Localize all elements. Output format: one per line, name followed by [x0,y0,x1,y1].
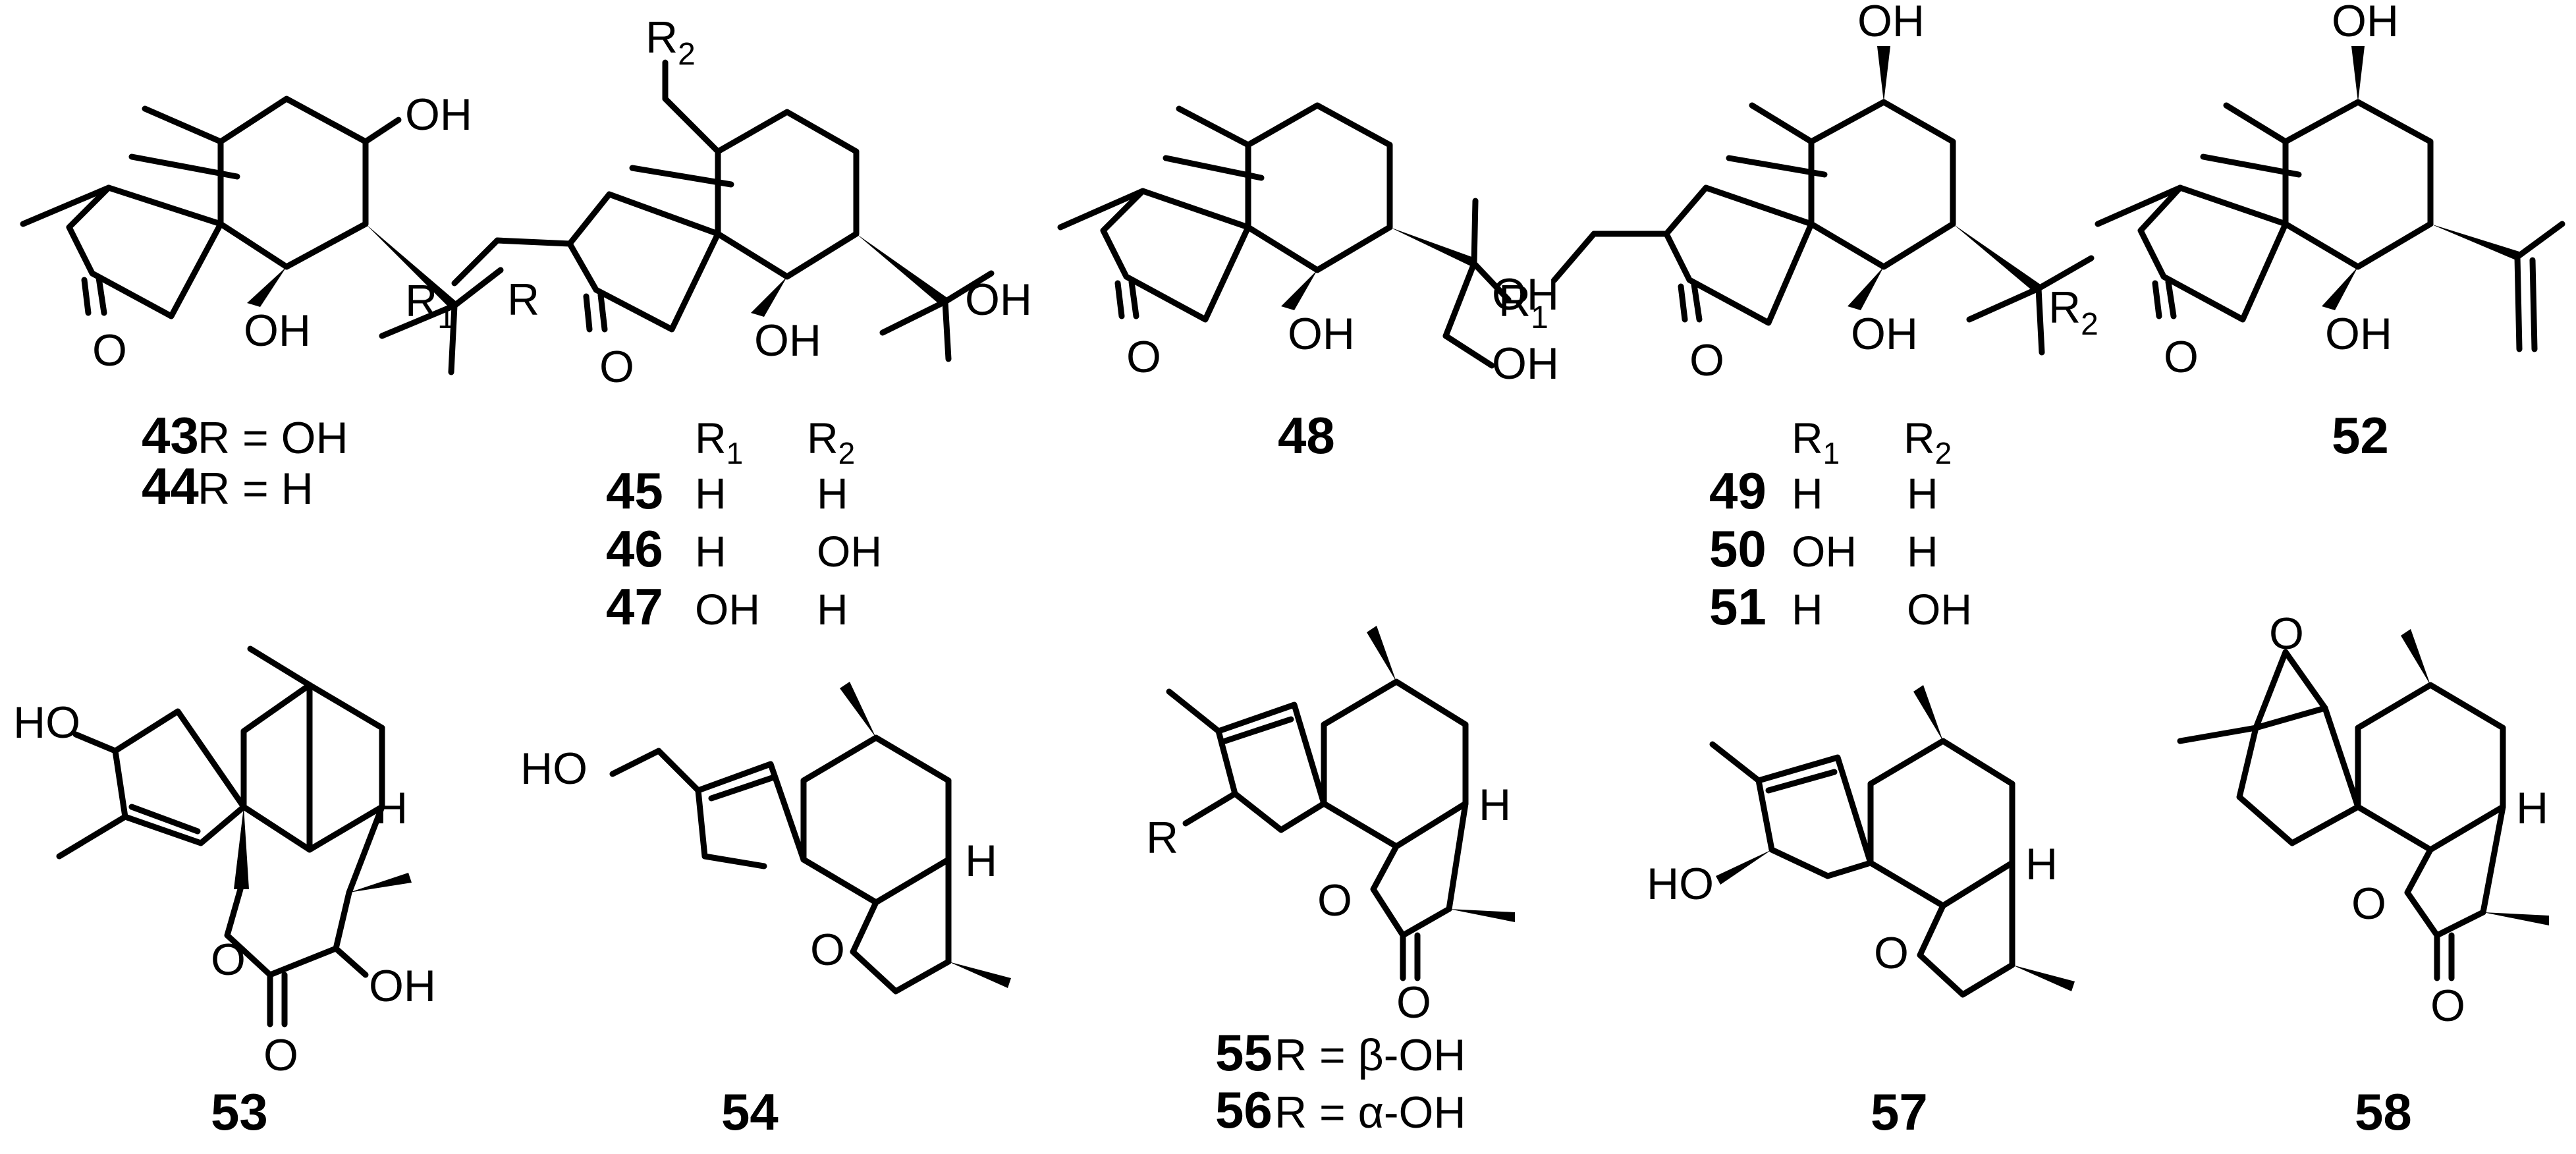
atom-oh-49: OH [1857,0,1925,46]
compound-number-50: 50 [1709,520,1767,578]
atom-oh-48: OH [1288,309,1355,359]
structure-58: O H O O 58 [2177,609,2549,1141]
structure-49-51: OH R1 O OH R2 R1 R2 49 H H 50 OH H 51 H … [1498,0,2098,636]
r1-49: H [1792,469,1823,518]
r2-51: OH [1907,585,1972,634]
atom-o-54: O [810,925,845,975]
r1-50: OH [1792,527,1857,576]
compound-number-44: 44 [142,457,199,515]
structure-55-56: R H O O 55 R = β-OH 56 R = α-OH [1146,626,1515,1139]
compound-label-56: R = α-OH [1274,1087,1466,1138]
atom-oh-52b: OH [2325,309,2392,359]
atom-ho-53: HO [13,698,80,748]
atom-o-49: O [1689,335,1724,385]
atom-oh-45: OH [754,316,821,366]
structure-57: HO H O 57 [1647,685,2075,1141]
atom-o-57: O [1874,928,1909,978]
structure-53: HO H O O OH 53 [13,646,436,1141]
header-r2-45: R2 [807,414,855,470]
compound-number-43: 43 [142,406,199,464]
r2-45: H [817,469,848,518]
atom-oh-43b: OH [244,306,311,356]
r1-47: OH [695,585,760,634]
atom-o-48: O [1126,332,1161,382]
r2-50: H [1907,527,1938,576]
structure-43-44: OH OH O R 43 R = OH 44 R = H [20,90,539,515]
r2-46: OH [817,527,882,576]
structure-45-47: R2 R1 O OH OH R1 R2 45 H H 46 H OH 47 OH… [405,13,1032,636]
atom-o-52: O [2164,332,2199,382]
compound-label-44: R = H [198,464,314,514]
atom-oh-48b: OH [1492,269,1559,319]
r2-49: H [1907,469,1938,518]
compound-number-57: 57 [1871,1083,1928,1141]
compound-number-56: 56 [1215,1081,1273,1139]
atom-r2-49: R2 [2048,283,2098,342]
atom-r2-45: R2 [645,13,696,72]
compound-label-55: R = β-OH [1274,1030,1466,1080]
atom-o-58: O [2351,879,2386,929]
atom-oh-52: OH [2332,0,2399,46]
compound-number-52: 52 [2332,406,2389,464]
compound-number-53: 53 [211,1083,268,1141]
atom-o-53: O [211,935,246,985]
atom-o-45: O [599,342,634,392]
atom-h-58: H [2516,783,2548,833]
atom-ho-57: HO [1647,859,1714,909]
r1-46: H [695,527,726,576]
atom-ho-54: HO [520,744,588,794]
compound-number-45: 45 [606,462,663,520]
structure-54: HO H O 54 [520,682,1011,1141]
header-r1-49: R1 [1792,414,1840,470]
r1-45: H [695,469,726,518]
atom-h-57: H [2025,839,2058,889]
atom-o-53b: O [263,1030,298,1080]
atom-oh-48c: OH [1492,339,1559,389]
atom-h-55: H [1479,780,1511,830]
compound-number-58: 58 [2355,1083,2412,1141]
atom-r1-49: R1 [1498,276,1548,335]
compound-number-54: 54 [721,1083,779,1141]
compound-number-47: 47 [606,578,663,636]
atom-o-58b: O [2430,981,2465,1031]
structure-52: OH O OH 52 [2095,0,2565,464]
compound-number-46: 46 [606,520,663,578]
atom-r-43: R [507,275,539,325]
atom-oh-49b: OH [1851,309,1918,359]
atom-r1-45: R1 [405,276,455,335]
compound-number-55: 55 [1215,1024,1273,1082]
compound-label-43: R = OH [198,413,348,463]
atom-r-55: R [1146,813,1178,863]
header-r1-45: R1 [695,414,743,470]
atom-h-53: H [375,783,408,833]
atom-oh-53: OH [369,961,436,1011]
atom-h-54: H [965,836,997,886]
atom-oh-43: OH [405,90,472,140]
compound-number-49: 49 [1709,462,1767,520]
compound-number-51: 51 [1709,578,1767,636]
atom-o-55: O [1317,875,1352,925]
atom-o-58-epoxide: O [2269,609,2304,659]
header-r2-49: R2 [1904,414,1952,470]
r1-51: H [1792,585,1823,634]
structure-48: O OH OH OH 48 [1057,102,1559,464]
compound-number-48: 48 [1278,406,1335,464]
atom-oh-45b: OH [965,275,1032,325]
atom-o-43: O [92,325,127,375]
r2-47: H [817,585,848,634]
atom-o-55b: O [1396,977,1431,1028]
